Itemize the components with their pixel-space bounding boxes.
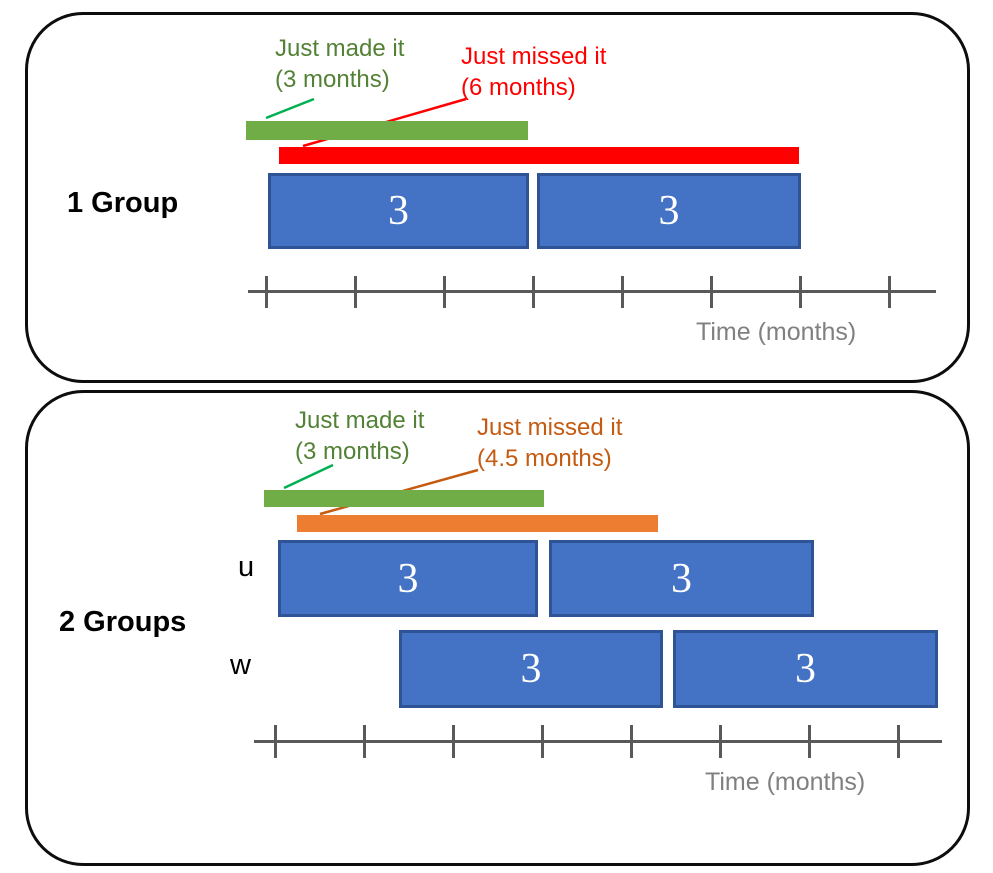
axis-tick [443, 276, 446, 308]
missed-it-bar [297, 515, 658, 532]
panel-1-title: 1 Group [67, 187, 179, 219]
made-it-bar [246, 121, 528, 140]
interval-box: 3 [278, 540, 538, 617]
panel-2-groups: 2 Groups Just made it (3 months) Just mi… [25, 390, 970, 866]
axis-tick [354, 276, 357, 308]
axis-title: Time (months) [696, 318, 857, 346]
interval-box: 3 [537, 173, 801, 249]
axis-tick [363, 725, 366, 758]
interval-duration-label: 3 [795, 646, 816, 692]
interval-duration-label: 3 [520, 646, 542, 692]
missed-it-duration: (4.5 months) [477, 445, 612, 472]
panel-1-group: 1 Group Just made it (3 months) Just mis… [25, 12, 970, 383]
made-it-annotation: Just made it (3 months) [275, 33, 404, 95]
axis-tick [541, 725, 544, 758]
axis-tick [710, 276, 713, 308]
axis-tick [274, 725, 277, 758]
row-label-w: w [230, 649, 251, 681]
axis-tick [532, 276, 535, 308]
interval-box: 3 [673, 630, 938, 708]
interval-box: 3 [399, 630, 663, 708]
made-it-leader-line [265, 97, 315, 120]
axis-tick [888, 276, 891, 308]
made-it-duration: (3 months) [275, 66, 390, 93]
axis-tick [265, 276, 268, 308]
panel-2-title: 2 Groups [59, 606, 187, 638]
missed-it-duration: (6 months) [461, 74, 576, 101]
axis-line [254, 740, 942, 743]
made-it-label: Just made it [295, 407, 425, 434]
missed-it-label: Just missed it [477, 414, 623, 441]
row-label-u: u [238, 551, 255, 583]
missed-it-annotation: Just missed it (6 months) [461, 41, 606, 103]
made-it-annotation: Just made it (3 months) [295, 405, 424, 467]
interval-duration-label: 3 [388, 188, 409, 234]
missed-it-annotation: Just missed it (4.5 months) [477, 412, 622, 474]
made-it-bar [264, 490, 544, 507]
interval-box: 3 [549, 540, 814, 617]
made-it-leader-line [283, 463, 334, 490]
axis-tick [719, 725, 722, 758]
axis-tick [630, 725, 633, 758]
missed-it-bar [279, 147, 799, 164]
interval-box: 3 [268, 173, 529, 249]
interval-duration-label: 3 [658, 188, 680, 234]
axis-tick [897, 725, 900, 758]
axis-tick [799, 276, 802, 308]
made-it-label: Just made it [275, 35, 405, 62]
axis-tick [808, 725, 811, 758]
interval-duration-label: 3 [397, 555, 419, 602]
made-it-duration: (3 months) [295, 438, 410, 465]
axis-title: Time (months) [705, 768, 866, 796]
interval-duration-label: 3 [671, 555, 692, 602]
axis-line [248, 290, 936, 293]
axis-tick [452, 725, 455, 758]
missed-it-label: Just missed it [461, 43, 607, 70]
axis-tick [621, 276, 624, 308]
